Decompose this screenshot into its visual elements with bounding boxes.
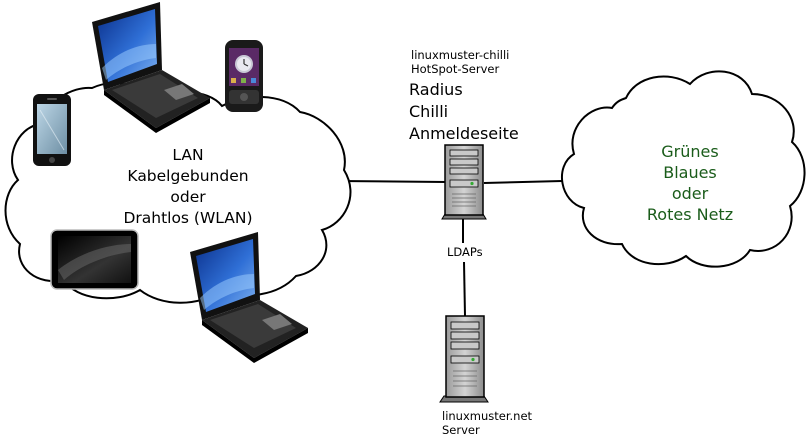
networks-label: Grünes Blaues oder Rotes Netz <box>630 141 750 225</box>
main-server-label: linuxmuster.net Server <box>442 409 533 438</box>
laptop-icon <box>190 232 308 363</box>
ldaps-label: LDAPs <box>447 245 483 259</box>
hotspot-server-label: linuxmuster-chilli HotSpot-Server <box>411 48 510 77</box>
hotspot-service-chilli: Chilli <box>409 102 449 121</box>
laptop-icon <box>92 2 210 133</box>
link-hotspot-server-bottom <box>463 261 466 317</box>
main-server-icon <box>439 315 489 403</box>
hotspot-service-radius: Radius <box>409 80 463 99</box>
link-hotspot-networks <box>483 180 563 184</box>
lan-label: LAN Kabelgebunden oder Drahtlos (WLAN) <box>118 145 258 229</box>
lan-label-line4: Drahtlos (WLAN) <box>123 209 253 227</box>
tablet-icon <box>50 229 139 290</box>
lan-label-line3: oder <box>170 188 206 206</box>
android-phone-icon <box>225 40 263 112</box>
hotspot-role: HotSpot-Server <box>411 61 500 76</box>
hotspot-server-icon <box>441 144 487 220</box>
hotspot-service-login-page: Anmeldeseite <box>409 124 519 143</box>
hotspot-name: linuxmuster-chilli <box>411 48 510 62</box>
link-lan-hotspot <box>337 180 447 183</box>
networks-label-line2: Blaues <box>663 163 717 182</box>
hotspot-services: Radius Chilli Anmeldeseite <box>409 79 519 145</box>
lan-label-line2: Kabelgebunden <box>127 167 249 185</box>
smartphone-icon <box>33 94 71 166</box>
main-server-name: linuxmuster.net <box>442 409 533 423</box>
networks-label-line1: Grünes <box>661 142 719 161</box>
networks-label-line4: Rotes Netz <box>646 205 734 224</box>
networks-cloud <box>560 70 806 268</box>
main-server-role: Server <box>442 422 480 437</box>
networks-label-line3: oder <box>671 184 709 203</box>
lan-label-line1: LAN <box>172 146 204 164</box>
